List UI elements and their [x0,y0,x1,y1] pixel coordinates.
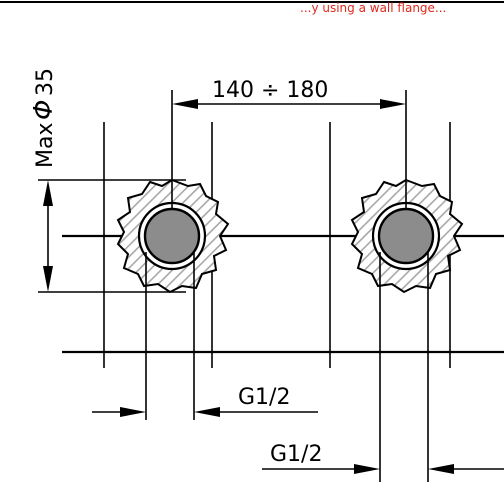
center-distance-arrow-left [172,99,198,109]
thread-left-arrow-right [194,407,220,417]
max-diameter-arrow-top [43,180,53,206]
thread-right-label: G1/2 [270,442,322,467]
center-distance-arrow-right [380,99,406,109]
thread-right-dimension [262,252,504,482]
header-fragment-text: ...y using a wall flange... [300,1,446,15]
svg-text:35: 35 [33,68,58,96]
thread-right-arrow-right [428,464,454,474]
thread-left-label: G1/2 [238,385,290,410]
left-fitting [116,178,230,294]
max-diameter-label: Max Φ 35 [29,68,59,168]
pipe-centre-lines [171,90,407,210]
right-fitting [350,178,464,294]
max-diameter-arrow-bottom [43,266,53,292]
center-distance-label: 140 ÷ 180 [212,78,328,103]
svg-text:Φ: Φ [29,100,59,120]
thread-right-arrow-left [354,464,380,474]
right-pipe [377,207,435,265]
svg-text:Max: Max [33,123,58,168]
thread-left-arrow-left [120,407,146,417]
thread-left-dimension [92,252,318,420]
left-pipe [143,207,201,265]
